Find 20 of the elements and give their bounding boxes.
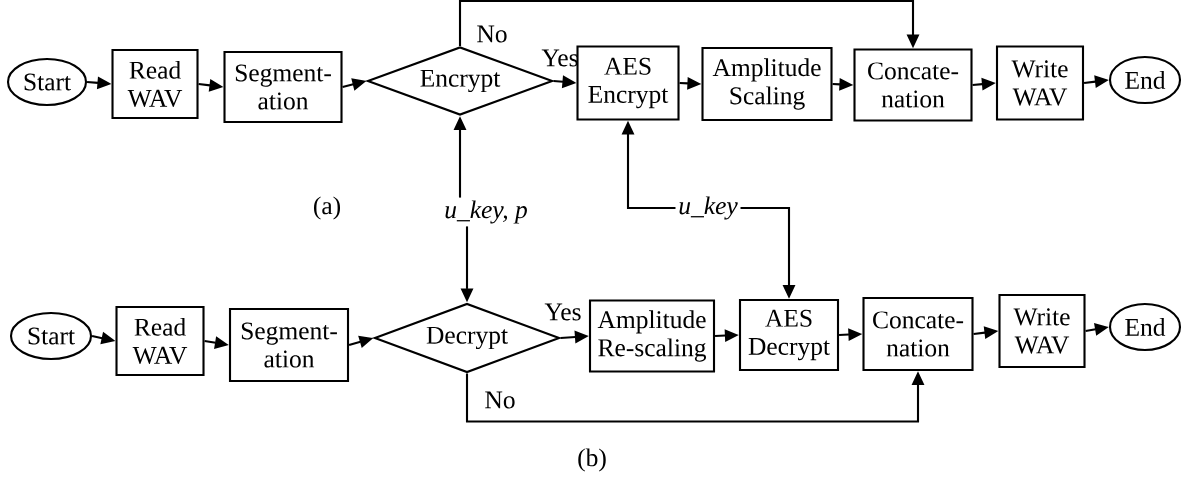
process-box: Amplitude Re-scaling — [588, 299, 716, 373]
edge-label: Yes — [541, 49, 578, 67]
process-box: Read WAV — [115, 305, 205, 377]
edge-label: Yes — [544, 303, 581, 321]
process-box: Write WAV — [995, 45, 1085, 121]
process-box: Concate- nation — [862, 296, 974, 372]
input-label: u_key — [679, 196, 738, 220]
process-box: Read WAV — [111, 48, 199, 120]
process-box: Amplitude Scaling — [701, 46, 833, 122]
process-box: AES Encrypt — [576, 45, 680, 121]
process-box: Segment- ation — [228, 307, 350, 383]
process-box: AES Decrypt — [738, 298, 840, 372]
subfigure-label: (b) — [578, 448, 606, 472]
edge-label: No — [477, 25, 507, 43]
process-box: Concate- nation — [853, 48, 973, 122]
process-box: Segment- ation — [223, 50, 343, 124]
process-box: Write WAV — [998, 293, 1086, 369]
subfigure-label: (a) — [314, 196, 341, 220]
edge-label: No — [485, 391, 515, 409]
input-label: u_key, p — [445, 200, 527, 224]
